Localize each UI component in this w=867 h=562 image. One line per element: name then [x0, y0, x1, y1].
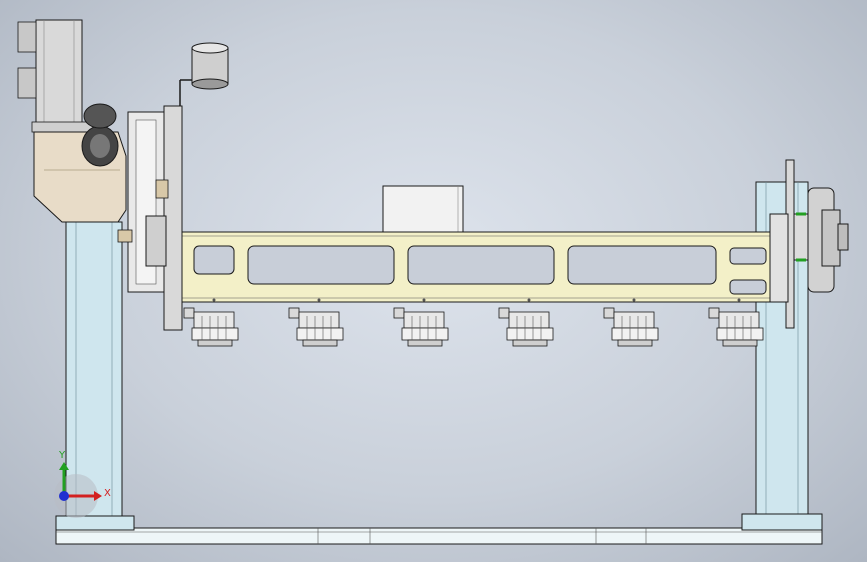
fixture-unit — [498, 298, 554, 347]
y-axis-label: Y — [58, 450, 66, 461]
left-flange — [117, 105, 183, 331]
gearbox — [33, 103, 127, 223]
cable-spool — [179, 42, 229, 106]
fixture-unit — [603, 298, 659, 347]
left-column — [55, 221, 135, 531]
beam-window — [567, 245, 717, 285]
beam-window — [247, 245, 395, 285]
beam-window — [193, 245, 235, 275]
fixture-unit — [288, 298, 344, 347]
x-axis-label: X — [104, 488, 111, 499]
fixture-unit — [393, 298, 449, 347]
beam-window — [407, 245, 555, 285]
fixture-unit — [708, 298, 764, 347]
motor-connector — [17, 21, 37, 53]
rotating-beam — [175, 231, 787, 303]
right-bearing — [769, 159, 849, 329]
servo-motor — [17, 19, 103, 133]
fixture-unit — [183, 298, 239, 347]
z-axis-dot — [59, 491, 69, 501]
base-rail — [55, 527, 823, 545]
motor-connector — [17, 67, 37, 99]
coordinate-triad: X Y — [54, 450, 111, 518]
beam-window — [729, 279, 767, 295]
fixture-row — [183, 298, 764, 347]
beam-window — [729, 247, 767, 265]
top-block — [382, 185, 464, 233]
